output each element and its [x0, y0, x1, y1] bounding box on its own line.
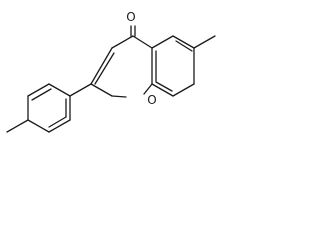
phenyl-double-bond-inner — [31, 88, 52, 101]
benzo-bond — [172, 83, 195, 97]
ring-bond — [143, 83, 153, 95]
ring-double-bond-inner — [94, 52, 115, 85]
ring-oxygen-label: O — [147, 93, 156, 107]
ring-bond — [132, 35, 153, 49]
phenyl-bond — [27, 83, 50, 97]
phenyl-double-bond-inner — [48, 116, 67, 128]
benzo-bond — [151, 83, 174, 97]
bond-layer — [6, 25, 216, 133]
phenyl-bond — [48, 119, 71, 133]
linker-bond — [69, 83, 92, 97]
phenyl-bond — [27, 119, 50, 133]
benzo-double-bond-inner — [175, 40, 193, 52]
methyl-bond — [193, 35, 216, 49]
ring-bond — [90, 47, 113, 85]
chemical-structure-diagram: O O — [6, 10, 216, 133]
benzo-bond — [172, 35, 195, 49]
ring-bond — [90, 83, 113, 97]
carbonyl-oxygen-label: O — [126, 10, 135, 24]
methyl-bond — [6, 119, 29, 133]
ring-bond — [111, 35, 134, 49]
phenyl-bond — [48, 83, 71, 97]
benzo-double-bond-inner — [155, 81, 173, 92]
ring-bond — [111, 95, 127, 98]
chemical-structure-canvas: O O — [0, 0, 246, 153]
benzo-bond — [151, 35, 174, 49]
